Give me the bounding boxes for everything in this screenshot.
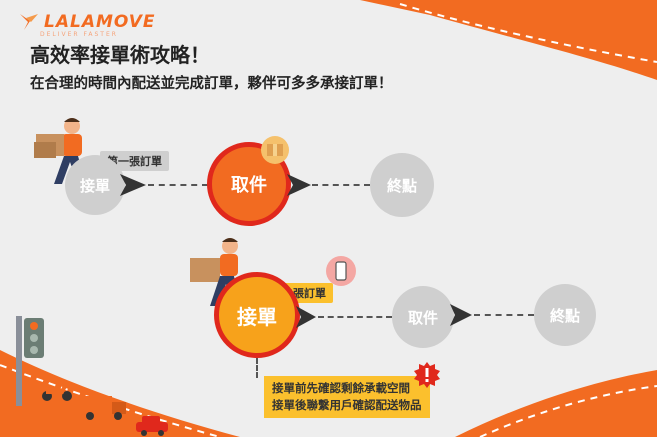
arrow-head-icon — [287, 174, 311, 196]
brand-logo: LALAMOVE — [18, 12, 156, 32]
flow1-pickup-node: 取件 — [207, 142, 291, 226]
brand-tagline: DELIVER FASTER — [40, 31, 118, 38]
flow1-pickup-label: 取件 — [231, 175, 267, 196]
tip-line-2: 接單後聯繫用戶確認配送物品 — [272, 398, 422, 412]
flow1-end-label: 終點 — [386, 176, 417, 195]
scooter-icon — [42, 382, 72, 401]
brand-name: LALAMOVE — [44, 12, 156, 32]
package-icon — [261, 136, 289, 164]
flow2-accept-node: 接單 — [214, 272, 300, 358]
flow1-connector-2 — [312, 184, 370, 186]
traffic-light-illustration — [16, 316, 44, 406]
flow2-connector-2 — [474, 314, 534, 316]
flow2-accept-label: 接單 — [237, 304, 277, 329]
bird-logo-icon — [20, 14, 38, 30]
arrow-head-icon — [450, 304, 472, 326]
arrow-head-icon — [296, 306, 316, 328]
flow1-accept-label: 接單 — [79, 176, 110, 195]
tips-box: 接單前先確認剩餘承載空間 接單後聯繫用戶確認配送物品 — [264, 376, 430, 418]
page-subtitle: 在合理的時間內配送並完成訂單，夥伴可多多承接訂單！ — [30, 76, 393, 92]
tip-line-1: 接單前先確認剩餘承載空間 — [272, 381, 410, 395]
flow2-tip-connector — [256, 358, 258, 378]
flow1-accept-node: 接單 — [65, 155, 125, 215]
flow1-connector-1 — [148, 184, 208, 186]
warning-icon — [414, 362, 440, 388]
arrow-head-icon — [120, 174, 146, 196]
page-title: 高效率接單術攻略！ — [30, 43, 210, 67]
flow1-end-node: 終點 — [370, 153, 434, 217]
flow2-pickup-label: 取件 — [407, 308, 438, 327]
delivery-truck-icon — [80, 396, 126, 420]
flow2-end-node: 終點 — [534, 284, 596, 346]
flow2-pickup-node: 取件 — [392, 286, 454, 348]
phone-icon — [326, 256, 356, 286]
flow2-connector-1 — [318, 316, 392, 318]
car-icon — [136, 416, 168, 436]
flow2-end-label: 終點 — [549, 306, 580, 325]
